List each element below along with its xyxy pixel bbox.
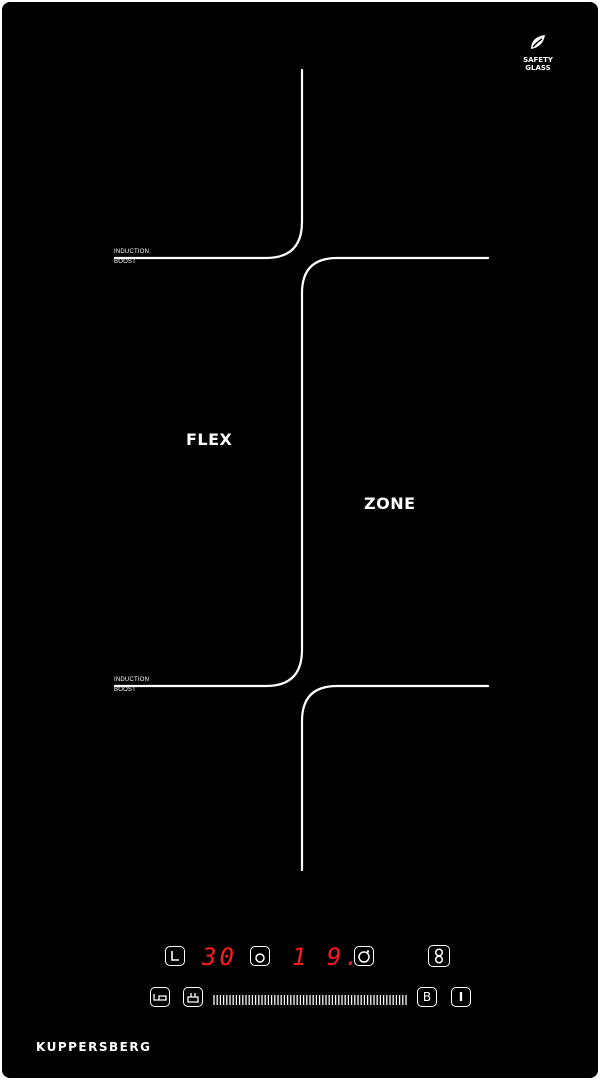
upper-left-zone-line [113,68,304,260]
badge-line2: GLASS [525,64,551,72]
pot-small-icon [255,953,265,963]
keep-warm-icon [153,994,167,1001]
lower-zone-marker: INDUCTION BOOST [114,676,149,694]
badge-line1: SAFETY [523,56,553,64]
lower-marker-line1: INDUCTION [114,677,150,683]
upper-marker-line2: BOOST [114,259,137,265]
leaf-icon [531,35,545,49]
flex-bridge-icon [434,948,444,964]
flex-label: FLEX [186,430,233,449]
upper-zone-marker: INDUCTION BOOST [114,248,149,266]
power-icon: I [458,990,464,1004]
small-pot-button[interactable] [250,946,270,966]
power-level-display: 1 9. [292,943,362,971]
brand-logo: KUPPERSBERG [36,1040,152,1054]
timer-icon [171,951,179,961]
timer-button[interactable] [165,946,185,966]
boost-button[interactable]: B [417,987,437,1007]
power-slider[interactable] [213,994,407,1006]
center-divider-line [113,256,490,688]
zone-label: ZONE [364,494,416,513]
keep-warm-button[interactable] [150,987,170,1007]
flex-bridge-button[interactable] [428,945,450,967]
upper-marker-line1: INDUCTION [114,249,150,255]
pot-large-icon [358,950,370,963]
power-button[interactable]: I [451,987,471,1007]
lock-button[interactable] [183,987,203,1007]
timer-display: 30 [202,943,237,971]
lower-right-zone-line [300,684,490,872]
safety-glass-badge: SAFETY GLASS [514,33,562,77]
lower-marker-line2: BOOST [114,687,137,693]
lock-icon [187,993,199,1003]
boost-icon: B [422,990,432,1004]
large-pot-button[interactable] [354,946,374,966]
